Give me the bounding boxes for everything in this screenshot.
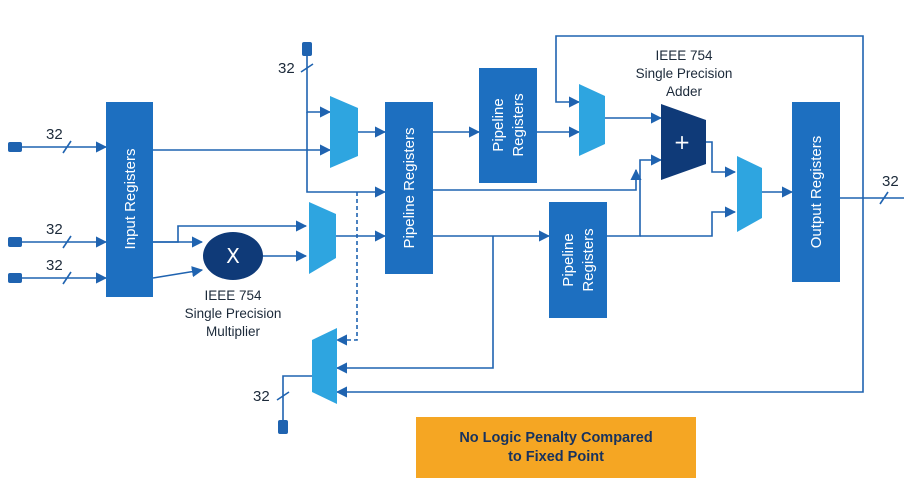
multiplier-symbol (203, 232, 263, 280)
bus-slash (300, 63, 314, 73)
mux-5 (312, 328, 337, 404)
wire-top-input-to-pipe (306, 112, 387, 198)
multiplier: X IEEE 754 Single Precision Multiplier (185, 232, 282, 339)
bus-width-label: 32 (46, 221, 63, 238)
mux-4 (737, 156, 762, 232)
adder-symbol (661, 104, 706, 180)
wire-top-input-to-mux1 (306, 56, 332, 118)
bus-width-label: 32 (46, 126, 63, 143)
pipeline-registers-bottom-label-line1: Pipeline (560, 233, 577, 286)
multiplier-caption-line2: Single Precision (185, 306, 282, 321)
bus-slash (62, 235, 72, 249)
io-pins (8, 42, 312, 434)
multiplier-caption-line3: Multiplier (206, 324, 261, 339)
pipeline-registers-main-label: Pipeline Registers (401, 128, 418, 249)
wire-pipebottom-to-mux5 (640, 206, 737, 237)
bus-width-label: 32 (253, 388, 270, 405)
input-registers-label: Input Registers (122, 149, 139, 250)
adder-caption-line2: Single Precision (636, 66, 733, 81)
pipeline-registers-main: Pipeline Registers (385, 102, 433, 274)
bus-slash (62, 271, 72, 285)
bus-width-labels: 32 32 32 32 32 32 (46, 60, 899, 405)
multiplier-sign: X (226, 244, 240, 268)
input-pin (8, 142, 22, 152)
wires (22, 35, 904, 420)
wire-bottom-input (282, 375, 312, 420)
bus-slash (62, 140, 72, 154)
mux-3 (579, 84, 605, 156)
pipeline-registers-top: Pipeline Registers (479, 68, 537, 183)
bus-width-label: 32 (46, 257, 63, 274)
mux-1 (330, 96, 358, 168)
output-registers: Output Registers (792, 102, 840, 282)
wire-pipe-to-adder-mux (433, 168, 642, 191)
pipeline-registers-top-block (479, 68, 537, 183)
pipeline-registers-top-label-line1: Pipeline (490, 98, 507, 151)
adder-caption-line3: Adder (666, 84, 703, 99)
mux-2 (309, 202, 336, 274)
bus-slash (879, 191, 889, 205)
output-registers-label: Output Registers (808, 136, 825, 249)
pipeline-registers-bottom-block (549, 202, 607, 318)
pipeline-registers-top-label-line2: Registers (510, 93, 527, 156)
wire-dashed-feedback (335, 192, 358, 346)
wire-inreg-to-mult-b (152, 266, 204, 279)
note-line2: to Fixed Point (508, 448, 604, 465)
note-line1: No Logic Penalty Compared (459, 429, 653, 446)
wire-pipebottom-to-adder (607, 154, 663, 237)
wire-output-feedback-bottom (335, 198, 864, 398)
pipeline-registers-main-block (385, 102, 433, 274)
multiplier-caption-line1: IEEE 754 (204, 288, 262, 303)
wire-output-feedback-top (555, 35, 864, 198)
input-pin (8, 237, 22, 247)
wire-adder-to-mux5 (706, 141, 737, 178)
multiplexers (309, 84, 762, 404)
note-box: No Logic Penalty Compared to Fixed Point (416, 417, 696, 478)
bus-width-label: 32 (882, 173, 899, 190)
adder: + IEEE 754 Single Precision Adder (636, 48, 733, 180)
adder-sign: + (674, 130, 691, 154)
input-pin (8, 273, 22, 283)
pipeline-registers-bottom-label-line2: Registers (580, 228, 597, 291)
pipeline-registers-bottom: Pipeline Registers (549, 202, 607, 318)
wire-pipe-to-lower-mux (335, 236, 494, 374)
adder-caption-line1: IEEE 754 (655, 48, 713, 63)
bus-slashes (62, 63, 889, 401)
bus-width-label: 32 (278, 60, 295, 77)
input-pin (278, 420, 288, 434)
output-registers-block (792, 102, 840, 282)
input-pin (302, 42, 312, 56)
input-registers-block (106, 102, 153, 297)
input-registers: Input Registers (106, 102, 153, 297)
bus-slash (276, 391, 290, 401)
